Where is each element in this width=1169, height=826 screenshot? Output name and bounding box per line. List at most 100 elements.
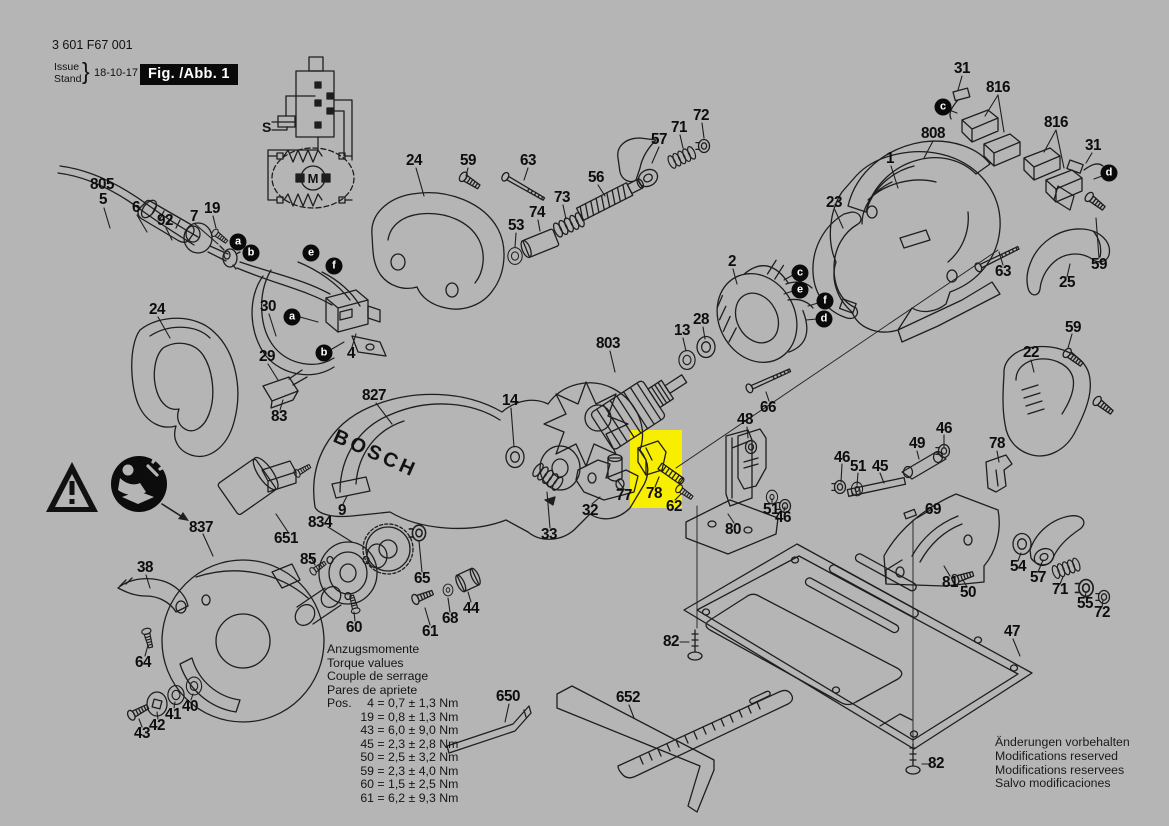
part-label-803: 803 xyxy=(596,335,620,352)
part-label-81: 81 xyxy=(942,574,958,591)
part-label-816: 816 xyxy=(1044,114,1068,131)
footer-note-line: Änderungen vorbehalten xyxy=(995,735,1130,749)
power-cord-drawing xyxy=(57,165,333,306)
part-label-22: 22 xyxy=(1023,344,1039,361)
part-label-82: 82 xyxy=(928,755,944,772)
ref-marker-d: d xyxy=(815,310,833,328)
part-label-2: 2 xyxy=(728,253,736,270)
part-label-13: 13 xyxy=(674,322,690,339)
part-label-29: 29 xyxy=(259,348,275,365)
part-label-62: 62 xyxy=(666,498,682,515)
part-label-816: 816 xyxy=(986,79,1010,96)
part-label-49: 49 xyxy=(909,435,925,452)
part-label-82: 82 xyxy=(663,633,679,650)
issue-date: 18-10-17 xyxy=(94,67,139,79)
ref-marker-a: a xyxy=(229,233,247,251)
upper-guard-drawing xyxy=(313,382,649,540)
part-label-53: 53 xyxy=(508,217,524,234)
part-label-6: 6 xyxy=(132,199,140,216)
part-label-60: 60 xyxy=(346,619,362,636)
part-label-4: 4 xyxy=(347,345,355,362)
part-label-25: 25 xyxy=(1059,274,1075,291)
torque-title-line: Anzugsmomente xyxy=(327,642,420,656)
torque-row: 50 = 2,5 ± 3,2 Nm xyxy=(360,750,459,764)
issue-label: Issue xyxy=(54,61,80,73)
part-label-54: 54 xyxy=(1010,558,1026,575)
part-label-23: 23 xyxy=(826,194,842,211)
part-label-92: 92 xyxy=(157,212,173,229)
mount-bracket-drawing xyxy=(607,428,792,555)
part-label-59: 59 xyxy=(1091,256,1107,273)
stand-label: Stand xyxy=(54,72,82,85)
ref-marker-b: b xyxy=(242,244,260,262)
part-label-57: 57 xyxy=(1030,569,1046,586)
torque-title-line: Couple de serrage xyxy=(327,669,429,683)
part-label-47: 47 xyxy=(1004,623,1020,640)
part-label-78: 78 xyxy=(989,435,1005,452)
part-label-72: 72 xyxy=(1094,604,1110,621)
housing-drawing xyxy=(812,87,1108,343)
ref-marker-e: e xyxy=(791,281,809,299)
part-label-72: 72 xyxy=(693,107,709,124)
torque-title-line: Torque values xyxy=(327,655,404,670)
part-label-805: 805 xyxy=(90,176,114,193)
part-label-33: 33 xyxy=(541,526,557,543)
issue-stand-label: Issue Stand xyxy=(54,61,82,85)
ref-marker-d: d xyxy=(1100,164,1118,182)
linkage-drawing xyxy=(831,443,1111,605)
footer-note-line: Modifications reservees xyxy=(995,762,1125,777)
ref-marker-f: f xyxy=(816,292,834,310)
part-label-834: 834 xyxy=(308,514,332,531)
part-label-837: 837 xyxy=(189,519,213,536)
part-label-31: 31 xyxy=(1085,137,1101,154)
wiring-schematic xyxy=(267,56,355,209)
part-label-83: 83 xyxy=(271,408,287,425)
part-label-46: 46 xyxy=(775,509,791,526)
part-label-44: 44 xyxy=(463,600,479,617)
part-label-55: 55 xyxy=(1077,595,1093,612)
part-label-63: 63 xyxy=(995,263,1011,280)
torque-row: 61 = 6,2 ± 9,3 Nm xyxy=(360,790,459,805)
part-label-9: 9 xyxy=(338,502,346,519)
part-label-85: 85 xyxy=(300,551,316,568)
part-label-59: 59 xyxy=(1065,319,1081,336)
ref-marker-b: b xyxy=(315,344,333,362)
part-label-57: 57 xyxy=(651,131,667,148)
part-label-61: 61 xyxy=(422,623,438,640)
torque-row: 59 = 2,3 ± 4,0 Nm xyxy=(360,763,459,778)
motor-drawing xyxy=(543,259,814,467)
part-label-32: 32 xyxy=(582,502,598,519)
part-label-827: 827 xyxy=(362,387,386,404)
handle-cover-drawing xyxy=(371,137,711,310)
part-label-42: 42 xyxy=(149,717,165,734)
part-label-63: 63 xyxy=(520,152,536,169)
part-label-19: 19 xyxy=(204,200,220,217)
figure-title-badge: Fig. /Abb. 1 xyxy=(140,64,238,85)
part-label-38: 38 xyxy=(137,559,153,576)
part-label-56: 56 xyxy=(588,169,604,186)
part-label-65: 65 xyxy=(414,570,430,587)
part-label-24: 24 xyxy=(406,152,422,169)
grip-and-cap-drawing xyxy=(985,228,1116,493)
ref-marker-c: c xyxy=(791,264,809,282)
part-label-73: 73 xyxy=(554,189,570,206)
part-label-5: 5 xyxy=(99,191,107,208)
part-label-31: 31 xyxy=(954,60,970,77)
schematic-motor-label: M xyxy=(308,171,319,186)
assembly-axis-lines xyxy=(675,249,999,749)
part-label-652: 652 xyxy=(616,689,640,706)
part-label-69: 69 xyxy=(925,501,941,518)
handle-drawing xyxy=(131,317,239,457)
part-label-66: 66 xyxy=(760,399,776,416)
footer-note-line: Salvo modificaciones xyxy=(995,776,1111,791)
part-label-71: 71 xyxy=(671,119,687,136)
ref-marker-e: e xyxy=(302,244,320,262)
part-label-64: 64 xyxy=(135,654,151,671)
part-label-7: 7 xyxy=(190,208,198,225)
part-label-74: 74 xyxy=(529,204,545,221)
ref-marker-a: a xyxy=(283,308,301,326)
part-label-40: 40 xyxy=(182,698,198,715)
part-label-808: 808 xyxy=(921,125,945,142)
